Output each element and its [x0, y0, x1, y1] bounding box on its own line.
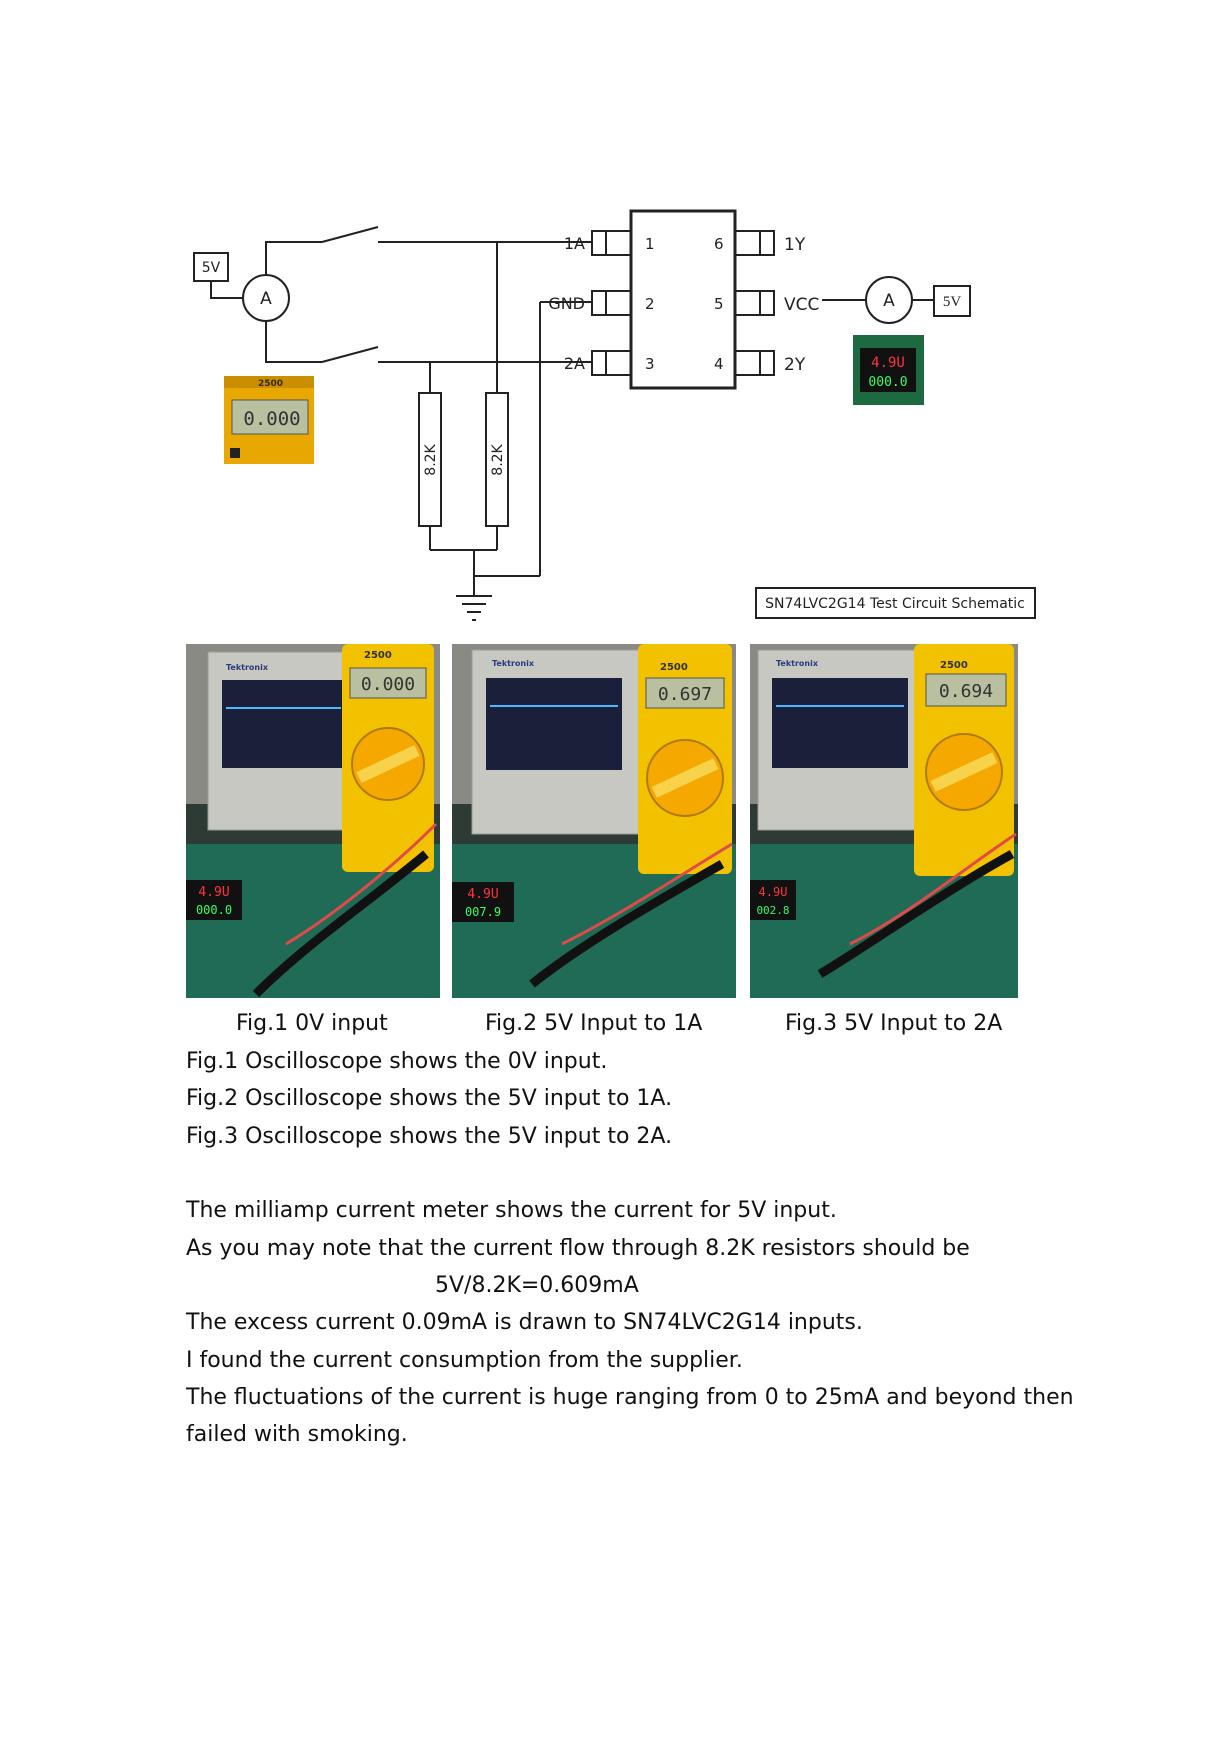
ammeter-left-label: A	[260, 289, 272, 309]
text-line-6: 5V/8.2K=0.609mA	[435, 1273, 639, 1298]
pin-label-2y: 2Y	[784, 355, 806, 375]
panel-meter-voltage: 4.9U	[871, 355, 905, 371]
text-line-7: The excess current 0.09mA is drawn to SN…	[186, 1310, 863, 1335]
photo-fig1: Tektronix 2500 0.000 4.9U 000.0	[186, 644, 440, 998]
switch-2	[321, 346, 379, 363]
text-line-1: Fig.1 Oscilloscope shows the 0V input.	[186, 1049, 608, 1074]
multimeter-left-brand: 2500	[258, 379, 283, 389]
meter-reading-1: 0.000	[361, 674, 415, 695]
text-line-5: As you may note that the current flow th…	[186, 1236, 970, 1261]
meter-brand-1: 2500	[364, 650, 392, 661]
source-label-left: 5V	[202, 260, 221, 276]
meter-brand-2: 2500	[660, 662, 688, 673]
caption-fig1: Fig.1 0V input	[236, 1011, 388, 1036]
pin-label-2a: 2A	[564, 354, 585, 373]
text-line-2: Fig.2 Oscilloscope shows the 5V input to…	[186, 1086, 673, 1111]
pin-label-1y: 1Y	[784, 235, 806, 255]
text-line-10: failed with smoking.	[186, 1422, 408, 1447]
meter-reading-3: 0.694	[939, 681, 993, 702]
scope-brand-3: Tektronix	[776, 659, 819, 668]
source-label-right: 5V	[943, 294, 962, 310]
pin-num-3: 3	[645, 355, 655, 373]
panel-voltage-1: 4.9U	[198, 885, 229, 900]
source-box-right	[933, 285, 971, 317]
text-line-9: The fluctuations of the current is huge …	[186, 1385, 1074, 1410]
pin-num-2: 2	[645, 295, 655, 313]
panel-meter-current: 000.0	[868, 375, 907, 390]
pin-num-6: 6	[714, 235, 724, 253]
test-circuit-schematic: 5V A A 5V 8.2K 8.2K 1A GND 2A 1 2 3 6 5 …	[193, 209, 1036, 621]
scope-brand-2: Tektronix	[492, 659, 535, 668]
ground-icon	[456, 595, 492, 621]
photo-fig2: Tektronix 2500 0.697 4.9U 007.9	[452, 644, 736, 998]
pin-label-vcc: VCC	[784, 295, 819, 315]
scope-brand-1: Tektronix	[226, 663, 269, 672]
pin-num-4: 4	[714, 355, 724, 373]
resistor-1-label: 8.2K	[423, 443, 439, 475]
multimeter-left-reading: 0.000	[243, 408, 300, 430]
caption-fig2: Fig.2 5V Input to 1A	[485, 1011, 703, 1036]
text-line-8: I found the current consumption from the…	[186, 1348, 743, 1373]
photo-fig3: Tektronix 2500 0.694 4.9U 002.8	[750, 644, 1018, 998]
pin-label-gnd: GND	[548, 294, 585, 313]
pin-num-1: 1	[645, 235, 655, 253]
meter-reading-2: 0.697	[658, 684, 712, 705]
panel-voltage-2: 4.9U	[467, 887, 498, 902]
pin-label-1a: 1A	[564, 234, 585, 253]
pin-num-5: 5	[714, 295, 724, 313]
schematic-title: SN74LVC2G14 Test Circuit Schematic	[765, 596, 1025, 612]
panel-meter-image: 4.9U 000.0	[853, 335, 924, 405]
ammeter-right-label: A	[883, 291, 895, 311]
multimeter-left-image: 2500 0.000	[224, 376, 314, 464]
caption-fig3: Fig.3 5V Input to 2A	[785, 1011, 1003, 1036]
switch-1	[321, 226, 379, 243]
text-line-4: The milliamp current meter shows the cur…	[186, 1198, 837, 1223]
meter-brand-3: 2500	[940, 660, 968, 671]
panel-current-2: 007.9	[465, 905, 501, 919]
panel-current-1: 000.0	[196, 903, 232, 917]
text-line-3: Fig.3 Oscilloscope shows the 5V input to…	[186, 1124, 673, 1149]
panel-current-3: 002.8	[756, 904, 789, 917]
resistor-2-label: 8.2K	[490, 443, 506, 475]
schematic-title-box	[755, 587, 1036, 619]
panel-voltage-3: 4.9U	[759, 885, 788, 899]
